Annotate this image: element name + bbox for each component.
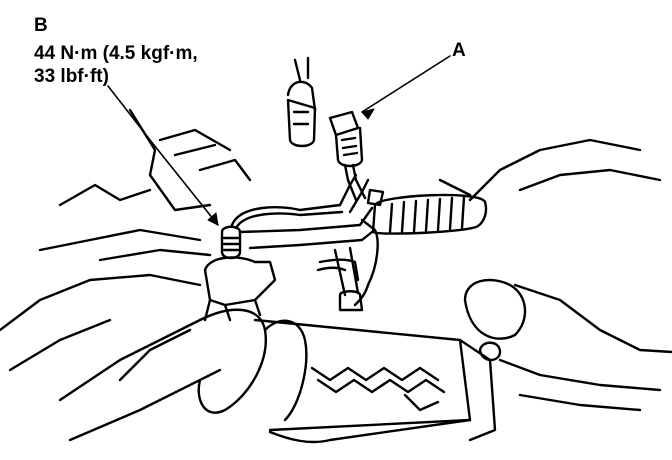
chassis-outline	[0, 108, 662, 382]
leader-lines	[107, 55, 451, 226]
torque-spec-line2: 33 lbf·ft)	[34, 66, 109, 87]
sensor-boss	[203, 256, 277, 322]
oxygen-sensor-b	[220, 203, 344, 260]
connector-left	[286, 56, 317, 148]
exhaust-pipe	[58, 308, 497, 444]
callout-label-a: A	[452, 40, 466, 61]
connector-a	[328, 110, 367, 202]
oxygen-sensor-rear	[316, 188, 385, 312]
arrowhead-b	[207, 212, 219, 226]
wrench-tool	[238, 173, 488, 250]
callout-label-b: B	[34, 15, 48, 36]
arrowhead-a	[361, 108, 375, 120]
leader-line-a	[361, 55, 451, 113]
leader-line-b	[107, 85, 219, 226]
torque-spec-line1: 44 N·m (4.5 kgf·m,	[34, 43, 198, 64]
bracket-boss	[463, 278, 672, 412]
